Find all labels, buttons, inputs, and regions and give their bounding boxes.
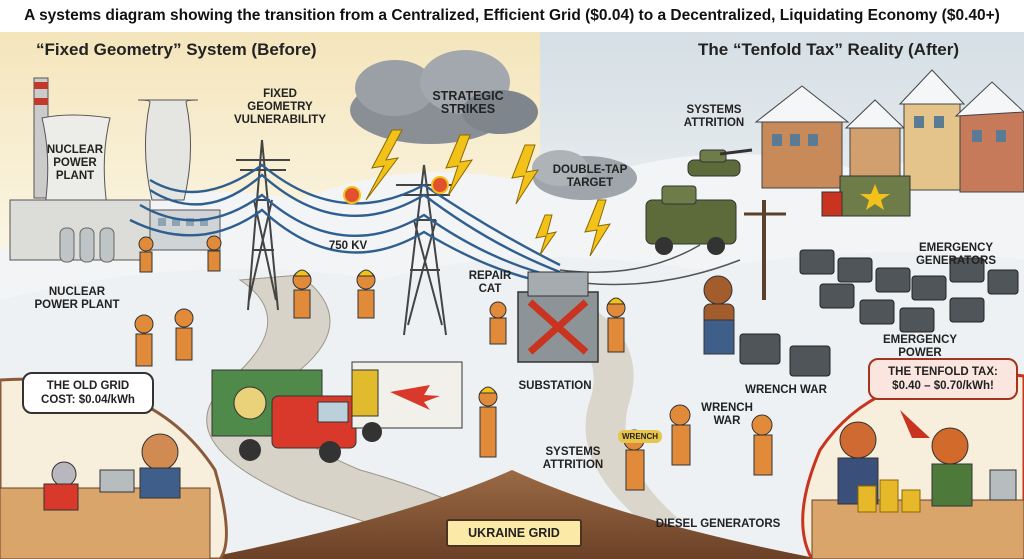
cash-register-icon [100,470,134,492]
label-substation: SUBSTATION [510,380,600,393]
label-750kv: 750 KV [318,240,378,253]
label-double-tap: DOUBLE-TAP TARGET [548,164,632,190]
ukraine-grid-label: UKRAINE GRID [446,519,582,547]
after-section-title: The “Tenfold Tax” Reality (After) [698,40,959,60]
label-systems-attrition-bottom: SYSTEMS ATTRITION [528,446,618,472]
helmet-label: WRENCH [618,430,662,443]
label-fixed-geometry: FIXED GEOMETRY VULNERABILITY [228,88,332,127]
label-nuclear-plant-bottom: NUCLEAR POWER PLANT [22,286,132,312]
before-section-title: “Fixed Geometry” System (Before) [36,40,317,60]
label-emergency-generators: EMERGENCY GENERATORS [896,242,1016,268]
label-diesel-generators: DIESEL GENERATORS [648,518,788,531]
tenfold-tax-callout: THE TENFOLD TAX: $0.40 – $0.70/kWh! [868,358,1018,400]
substation-icon [518,272,598,362]
label-emergency-power: EMERGENCY POWER [860,334,980,360]
label-strategic-strikes: STRATEGIC STRIKES [418,90,518,116]
old-grid-cost-callout: THE OLD GRID COST: $0.04/kWh [22,372,154,414]
label-wrench-war-right: WRENCH WAR [736,384,836,397]
diagram-title: A systems diagram showing the transition… [0,0,1024,32]
label-repair-cat: REPAIR CAT [462,270,518,296]
label-wrench-war-center: WRENCH WAR [692,402,762,428]
label-systems-attrition-top: SYSTEMS ATTRITION [664,104,764,130]
label-nuclear-plant-top: NUCLEAR POWER PLANT [40,144,110,183]
